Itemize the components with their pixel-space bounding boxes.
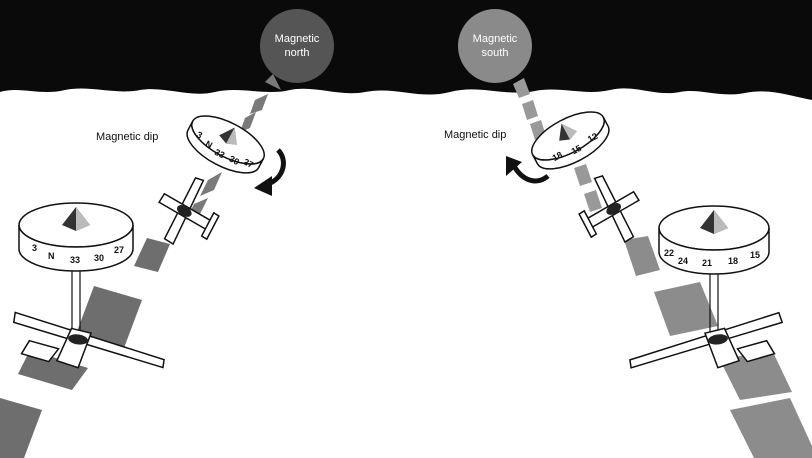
dial-label: 15 [570, 143, 584, 157]
south-pole-line1: Magnetic [473, 33, 518, 45]
north-pole-line2: north [284, 47, 309, 59]
dial-label: 3 [195, 129, 204, 140]
dial-label: 22 [664, 248, 674, 258]
dial-label: 27 [114, 245, 124, 255]
right-dip-label: Magnetic dip [444, 129, 506, 141]
compass-right-lower: 22 24 21 18 15 [658, 205, 770, 334]
airplane-right-upper [578, 174, 640, 244]
left-rotation-arrow-icon [254, 148, 286, 196]
dial-label: 21 [702, 258, 712, 268]
left-dip-label: Magnetic dip [96, 131, 158, 143]
right-rotation-arrow-icon [506, 156, 550, 184]
dial-label: 12 [586, 131, 600, 145]
sky-band [0, 0, 812, 100]
dial-label: 18 [551, 150, 565, 164]
right-runway [624, 236, 812, 458]
dial-label: 3 [32, 243, 37, 253]
north-heading-line [186, 74, 281, 220]
dial-label: 30 [227, 154, 241, 168]
compass-left-lower: 3 N 33 30 27 [18, 202, 134, 333]
dial-label: N [48, 251, 55, 261]
dial-label: 27 [242, 157, 256, 171]
airplane-left-upper [158, 176, 220, 246]
south-pole-line2: south [482, 47, 509, 59]
dial-label: 24 [678, 256, 688, 266]
magnetic-north-pole: Magnetic north [260, 9, 334, 83]
left-runway [0, 238, 170, 458]
north-pole-line1: Magnetic [275, 33, 320, 45]
dial-label: 30 [94, 253, 104, 263]
airplane-right-lower [629, 311, 784, 369]
dial-label: 18 [728, 256, 738, 266]
dial-label: 33 [70, 255, 80, 265]
dial-label: N [204, 139, 214, 151]
magnetic-south-pole: Magnetic south [458, 9, 532, 83]
airplane-left-lower [12, 311, 165, 369]
dial-label: 33 [213, 147, 227, 161]
compass-left-upper: 3 N 33 30 27 [186, 115, 265, 174]
compass-right-upper: 18 15 12 [531, 111, 610, 170]
dial-label: 15 [750, 250, 760, 260]
